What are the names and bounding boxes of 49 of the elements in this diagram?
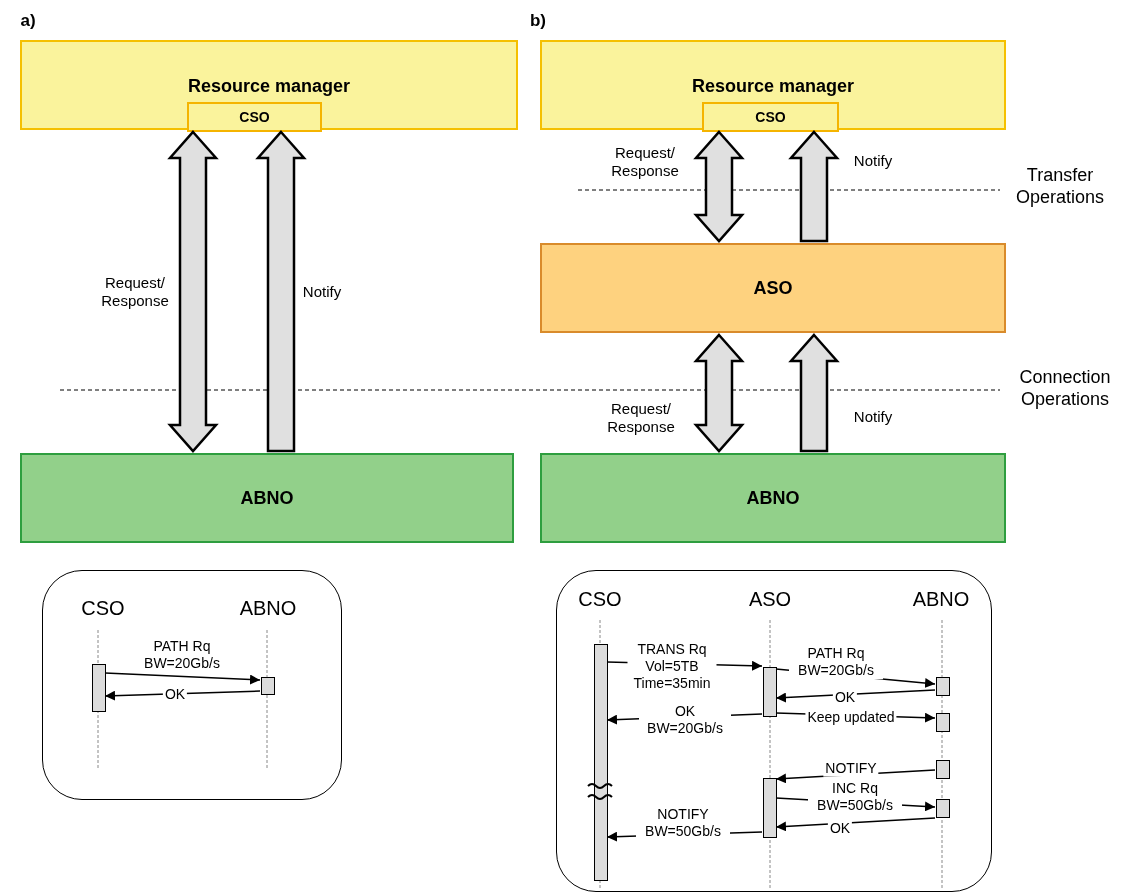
edge-label: Request/ Response (100, 274, 170, 310)
edge-label: PATH Rq BW=20Gb/s (789, 645, 883, 679)
activation-bar (936, 760, 950, 779)
box-title: ASO (753, 277, 793, 299)
box-title: CSO (755, 109, 786, 125)
block-arrow (788, 130, 840, 243)
box-title: ABNO (240, 487, 294, 509)
block-arrow (788, 333, 840, 453)
layer-label: Connection Operations (1018, 367, 1112, 411)
controller-box (540, 453, 1006, 543)
box-title: Resource manager (187, 76, 351, 97)
activation-bar (92, 664, 106, 712)
manager-box (20, 40, 518, 130)
orchestrator-box (540, 243, 1006, 333)
activation-bar (936, 713, 950, 732)
lifeline-title: ABNO (912, 587, 970, 611)
edge-label: Notify (852, 152, 894, 170)
lifeline-title: CSO (81, 596, 125, 620)
activation-bar (594, 644, 608, 881)
edge-label: Notify (301, 283, 343, 301)
edge-label: Request/ Response (610, 144, 680, 180)
double-block-arrow (167, 130, 219, 453)
activation-bar (763, 667, 777, 717)
lifeline-title: ABNO (239, 596, 297, 620)
component-box (702, 102, 839, 132)
edge-label: Notify (852, 408, 894, 426)
activation-bar (763, 778, 777, 838)
box-title: Resource manager (691, 76, 855, 97)
controller-box (20, 453, 514, 543)
double-block-arrow (693, 130, 745, 243)
box-title: ABNO (746, 487, 800, 509)
activation-bar (261, 677, 275, 695)
box-title: CSO (239, 109, 270, 125)
block-arrow (255, 130, 307, 453)
edge-label: Keep updated (805, 708, 897, 726)
component-box (187, 102, 322, 132)
panel-label: a) (20, 10, 36, 32)
lifeline-title: CSO (578, 587, 622, 611)
message-arrow (104, 672, 261, 685)
edge-label: NOTIFY BW=50Gb/s (636, 806, 730, 840)
sequence-frame (556, 570, 992, 892)
panel-label: b) (530, 10, 546, 32)
lifeline-title: ASO (748, 587, 792, 611)
activation-bar (936, 677, 950, 696)
manager-box (540, 40, 1006, 130)
layer-label: Transfer Operations (1014, 165, 1106, 209)
edge-label: Request/ Response (606, 400, 676, 436)
double-block-arrow (693, 333, 745, 453)
activation-bar (936, 799, 950, 818)
